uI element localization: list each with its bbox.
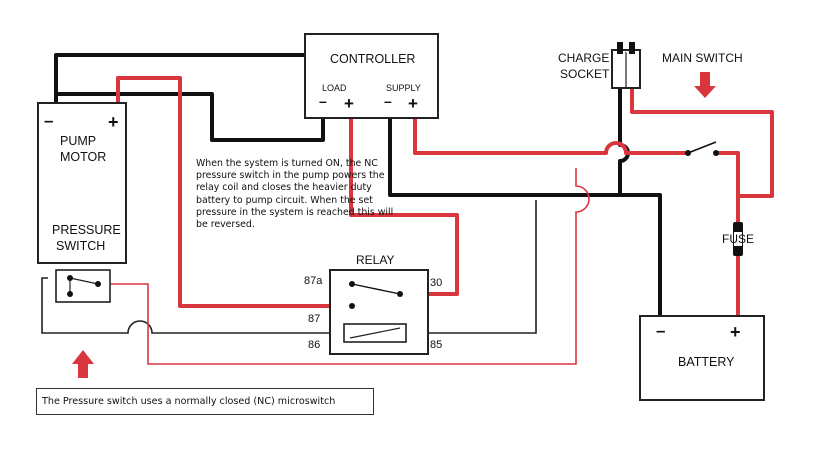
- wire-controller-to-battery-neg: [388, 118, 662, 318]
- battery-label: BATTERY: [678, 355, 735, 369]
- relay-pin-85: 85: [430, 339, 442, 351]
- pump-motor-neg: –: [44, 111, 53, 130]
- controller-load-label: LOAD: [322, 83, 347, 93]
- pressure-switch-label-2: SWITCH: [56, 239, 105, 253]
- controller-supply-label: SUPPLY: [386, 83, 421, 93]
- controller-supply-neg-mark: –: [384, 93, 392, 109]
- main-switch-label: MAIN SWITCH: [662, 51, 743, 65]
- relay: RELAY 87a 87 86 85 30: [304, 253, 442, 355]
- wire-motor-pos-to-relay-87: [116, 76, 352, 308]
- wire-pressure-switch-loop: [41, 200, 537, 334]
- controller-load-neg-mark: –: [319, 93, 327, 109]
- pump-motor-label-2: MOTOR: [60, 150, 106, 164]
- wire-pressure-switch-to-85: [100, 168, 590, 365]
- up-arrow-icon: [72, 350, 94, 378]
- main-switch: MAIN SWITCH: [662, 51, 743, 156]
- relay-pin-30: 30: [430, 277, 442, 289]
- battery: – + BATTERY: [639, 315, 765, 401]
- down-arrow-icon: [694, 72, 716, 98]
- wire-supply-to-main: [413, 118, 688, 155]
- charge-socket-label-2: SOCKET: [560, 67, 610, 81]
- pressure-switch-label-1: PRESSURE: [52, 223, 121, 237]
- charge-socket: CHARGE SOCKET: [558, 42, 641, 89]
- controller-label: CONTROLLER: [330, 52, 415, 66]
- controller-supply-pos: +: [408, 94, 418, 113]
- system-description-note: When the system is turned ON, the NC pre…: [196, 158, 394, 231]
- pressure-switch-contact: [55, 269, 111, 303]
- fuse: FUSE: [722, 222, 754, 256]
- signal-wires-red: [100, 168, 590, 365]
- pump-motor-label-1: PUMP: [60, 134, 96, 148]
- pressure-switch-callout: The Pressure switch uses a normally clos…: [36, 388, 374, 415]
- charge-socket-label-1: CHARGE: [558, 51, 609, 65]
- relay-pin-86: 86: [308, 339, 320, 351]
- controller: CONTROLLER LOAD SUPPLY + + – –: [304, 33, 439, 119]
- wire-controller-to-motor-neg: [54, 53, 305, 104]
- relay-pin-87a: 87a: [304, 275, 323, 287]
- relay-label: RELAY: [356, 253, 394, 267]
- positive-wires: [116, 76, 774, 330]
- controller-load-pos: +: [344, 94, 354, 113]
- wire-main-switch-out: [716, 151, 740, 330]
- wire-controller-bottom-left: [56, 92, 325, 142]
- pump-motor: – + PUMP MOTOR PRESSURE SWITCH: [37, 102, 127, 264]
- pump-motor-pos: +: [108, 112, 119, 132]
- wire-socket-neg: [618, 88, 630, 195]
- relay-pin-87: 87: [308, 313, 320, 325]
- battery-neg: –: [656, 321, 665, 340]
- fuse-label: FUSE: [722, 232, 754, 246]
- wire-load-to-relay-30: [349, 118, 459, 296]
- wire-socket-pos: [630, 88, 774, 198]
- battery-pos: +: [730, 322, 741, 342]
